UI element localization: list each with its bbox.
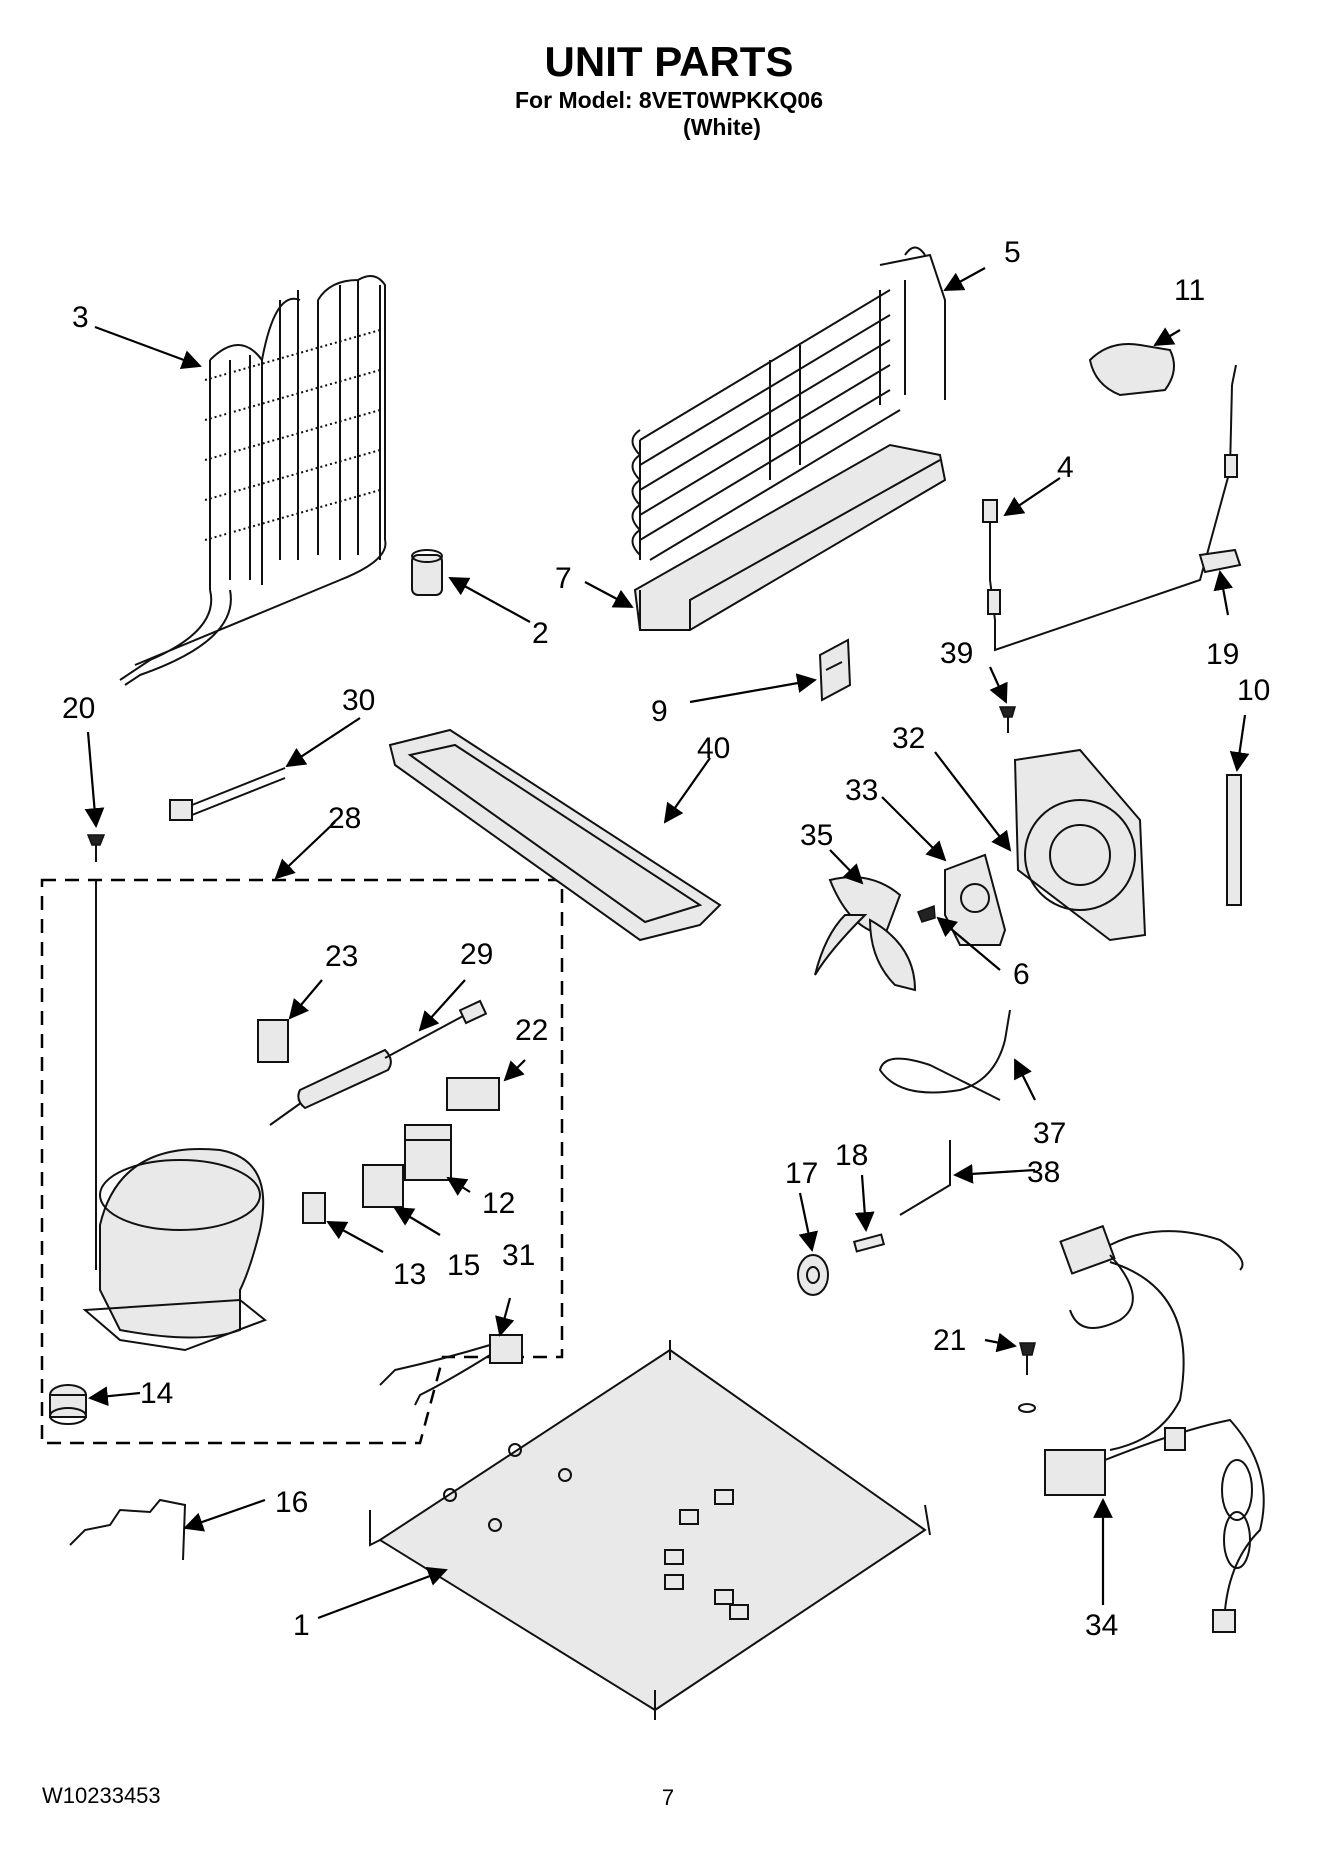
fan-motor-part (944, 853, 1007, 946)
callout-11: 11 (1174, 274, 1205, 307)
callout-7: 7 (555, 562, 572, 595)
callout-15: 15 (447, 1249, 480, 1282)
callout-3: 3 (72, 301, 89, 334)
callout-37: 37 (1033, 1117, 1066, 1150)
callout-22: 22 (515, 1014, 548, 1047)
fan-blade-part (814, 876, 917, 992)
callout-2: 2 (532, 617, 549, 650)
terminal-part (302, 1192, 326, 1224)
callout-4: 4 (1057, 451, 1074, 484)
callout-29: 29 (460, 938, 493, 971)
callout-40: 40 (697, 732, 730, 765)
callout-34: 34 (1085, 1609, 1118, 1642)
callout-28: 28 (328, 802, 361, 835)
callout-38: 38 (1027, 1156, 1060, 1189)
relay-part (404, 1124, 452, 1181)
callout-labels: 3 2 5 11 4 7 19 9 39 10 20 30 40 28 32 3… (62, 236, 1270, 1642)
callout-19: 19 (1206, 638, 1239, 671)
callout-6: 6 (1013, 958, 1030, 991)
callout-39: 39 (940, 637, 973, 670)
callout-21: 21 (933, 1324, 966, 1357)
page-number: 7 (662, 1785, 674, 1810)
screw-part-20 (86, 834, 106, 862)
callout-9: 9 (651, 695, 668, 728)
cable-tie-part (169, 767, 286, 821)
screw-part-21 (1018, 1342, 1036, 1413)
leader-lines (84, 267, 1250, 1620)
clip-part (1198, 548, 1242, 574)
callout-23: 23 (325, 940, 358, 973)
thermistor-wire-part (982, 364, 1238, 652)
grommet-part (49, 1384, 87, 1425)
callout-33: 33 (845, 774, 878, 807)
evaporator-coil-part (631, 246, 946, 561)
callout-18: 18 (835, 1139, 868, 1172)
screw-part-6 (917, 904, 936, 923)
callout-14: 14 (140, 1377, 173, 1410)
callout-32: 32 (892, 722, 925, 755)
callout-16: 16 (275, 1486, 308, 1519)
model-line: For Model: 8VET0WPKKQ06 (515, 87, 823, 113)
callout-1: 1 (293, 1609, 310, 1642)
doc-number: W10233453 (42, 1783, 161, 1808)
callout-20: 20 (62, 692, 95, 725)
condenser-coil-part (119, 275, 387, 686)
main-wire-harness-part (1044, 1224, 1265, 1633)
strip-part (1226, 774, 1242, 906)
drier-part (269, 999, 488, 1126)
callout-12: 12 (482, 1187, 515, 1220)
base-pan-part (369, 1340, 931, 1720)
callout-31: 31 (502, 1239, 535, 1272)
compressor-harness-part (379, 1334, 523, 1406)
drain-pan-part (388, 728, 722, 942)
callout-5: 5 (1004, 236, 1021, 269)
drain-tube-part (878, 1009, 1011, 1101)
page-title: UNIT PARTS (545, 38, 794, 85)
compressor-part (82, 1148, 267, 1352)
roller-axle-part (852, 1233, 886, 1253)
callout-35: 35 (800, 819, 833, 852)
screw-part-39 (998, 706, 1017, 733)
cover-part (1088, 343, 1175, 397)
drain-trough-part (633, 443, 947, 631)
wire-clip-part (69, 1498, 187, 1561)
drain-elbow-part (899, 1140, 951, 1216)
relay-connector-part (257, 1019, 289, 1063)
callout-10: 10 (1237, 674, 1270, 707)
capacitor-part (411, 549, 443, 596)
overload-part (446, 1077, 500, 1111)
roller-part (797, 1254, 829, 1296)
callout-13: 13 (393, 1258, 426, 1291)
fan-shroud-part (1013, 748, 1147, 942)
bracket-part (818, 638, 852, 702)
callout-30: 30 (342, 684, 375, 717)
color-line: (White) (683, 114, 761, 140)
callout-17: 17 (785, 1157, 818, 1190)
start-device-part (362, 1164, 404, 1208)
